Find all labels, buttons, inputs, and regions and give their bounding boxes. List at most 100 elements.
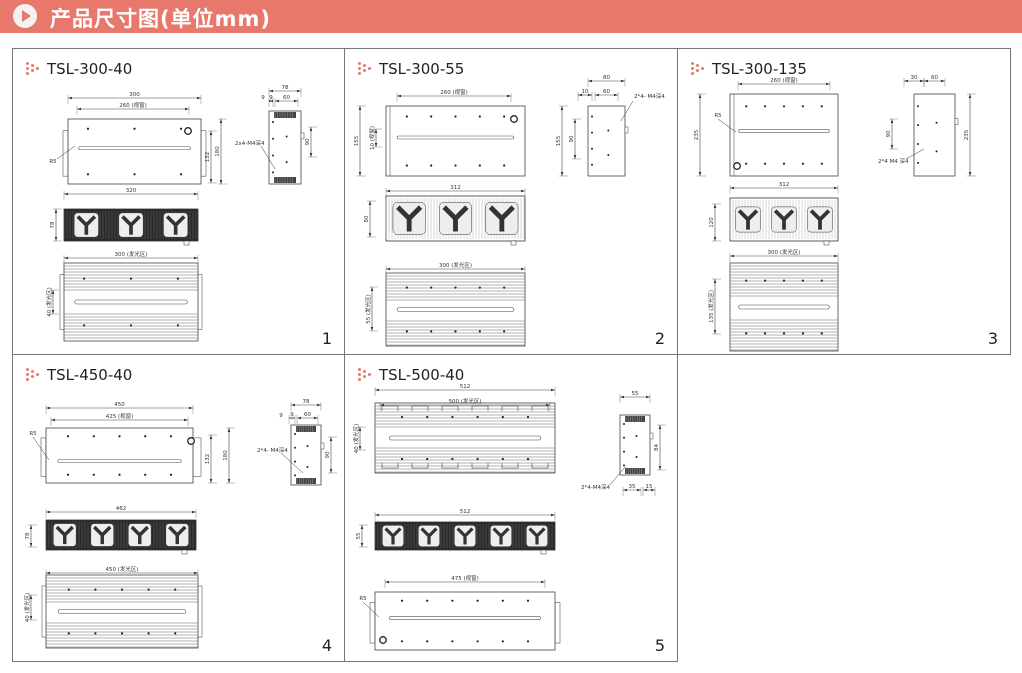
dimension-label: 135 (发光区) — [707, 290, 715, 323]
window-slot — [738, 129, 830, 133]
mounting-hole — [451, 640, 454, 643]
mounting-hole — [400, 457, 404, 461]
bracket — [441, 405, 459, 411]
dimension-label: 450 (发光区) — [105, 565, 138, 573]
dimension-label: 80 — [364, 215, 370, 222]
dimension-label: 9 — [279, 413, 283, 419]
mounting-hole — [801, 279, 804, 282]
mounting-hole — [745, 105, 748, 108]
mounting-hole — [129, 277, 133, 280]
mounting-hole — [503, 286, 506, 289]
section-header: 产品尺寸图(单位mm) — [0, 0, 1022, 33]
mounting-hole — [179, 173, 183, 176]
mounting-hole — [503, 115, 506, 118]
play-circle-icon — [13, 4, 37, 28]
mounting-hole — [801, 105, 804, 108]
fan-icon — [526, 525, 548, 547]
emitting-slot — [74, 299, 188, 305]
dimension-label: 462 — [116, 506, 127, 512]
dimension-label: 425 (视窗) — [106, 412, 134, 420]
mounting-hole — [92, 473, 95, 476]
mounting-hole — [430, 330, 433, 333]
arrow-icon — [713, 204, 717, 241]
emitting-view — [385, 272, 526, 347]
leader-line — [905, 148, 925, 160]
connector-icon — [379, 636, 387, 644]
arrow-icon — [269, 99, 273, 103]
mounting-hole — [176, 324, 179, 327]
leader-line — [717, 118, 737, 133]
bracket — [531, 405, 549, 411]
window-slot — [78, 146, 191, 151]
dimension-label: 55 — [632, 391, 639, 397]
model-title: TSL-450-40 — [47, 366, 133, 384]
mounting-hole — [801, 332, 804, 335]
mounting-hole — [454, 286, 457, 289]
mounting-hole — [169, 473, 173, 476]
dimension-label: 2*4- M4深4 — [634, 92, 665, 100]
panel-number: 5 — [654, 636, 665, 655]
mounting-hole — [764, 332, 767, 335]
leader-line — [362, 601, 380, 618]
dimension-label: 180 — [215, 146, 221, 157]
leader-line — [620, 100, 634, 122]
mounting-hole — [745, 162, 748, 165]
dimension-label: R5 — [29, 431, 37, 437]
dimension-label: 15 — [646, 484, 653, 490]
mounting-hole — [782, 332, 786, 335]
dimension-label: 40 (发光区) — [45, 287, 53, 317]
mounting-hole — [94, 632, 97, 635]
mounting-hole — [503, 330, 506, 333]
connector-icon — [184, 127, 192, 135]
dimension-label: R5 — [359, 596, 367, 602]
mounting-hole — [129, 324, 133, 327]
mounting-hole — [147, 632, 150, 635]
leader-line — [32, 436, 50, 461]
leader-line — [56, 145, 76, 160]
arrow-icon — [588, 79, 625, 83]
dimension-label: 30 — [911, 75, 918, 81]
bracket — [531, 463, 549, 469]
mounting-hole — [501, 599, 504, 602]
bracket — [501, 463, 519, 469]
mounting-hole — [782, 279, 786, 282]
dimension-label: 475 (视窗) — [451, 574, 479, 582]
mounting-hole — [94, 588, 97, 591]
mounting-hole — [745, 332, 748, 335]
dimension-label: 260 (视窗) — [119, 101, 147, 109]
emitting-slot — [738, 304, 830, 310]
mounting-hole — [478, 330, 481, 333]
emitting-view — [729, 262, 839, 352]
mounting-hole — [83, 324, 86, 327]
mounting-hole — [133, 173, 136, 176]
fan-icon — [485, 202, 519, 235]
fan-icon — [163, 212, 189, 238]
arrow-icon — [643, 488, 655, 492]
side-view — [268, 110, 305, 185]
fan-view — [385, 195, 526, 246]
dimension-label: 512 — [460, 509, 471, 515]
emitting-slot — [389, 435, 541, 441]
dimension-label: 60 — [304, 412, 311, 418]
arrow-icon — [578, 93, 592, 97]
dimension-label: 132 — [205, 152, 211, 163]
mounting-hole — [400, 415, 404, 419]
mounting-hole — [526, 599, 530, 602]
dimension-label: 40 (发光区) — [23, 593, 31, 623]
fan-icon — [73, 212, 99, 238]
connector-icon — [510, 115, 518, 123]
panel-number: 4 — [321, 636, 332, 655]
fan-icon — [90, 523, 114, 547]
dimension-label: 78 — [282, 85, 289, 91]
mounting-hole — [144, 473, 147, 476]
dimension-label: 300 — [129, 92, 140, 98]
bracket — [381, 463, 399, 469]
mounting-hole — [526, 415, 530, 419]
mounting-hole — [503, 164, 506, 167]
dimension-label: 312 — [779, 182, 790, 188]
